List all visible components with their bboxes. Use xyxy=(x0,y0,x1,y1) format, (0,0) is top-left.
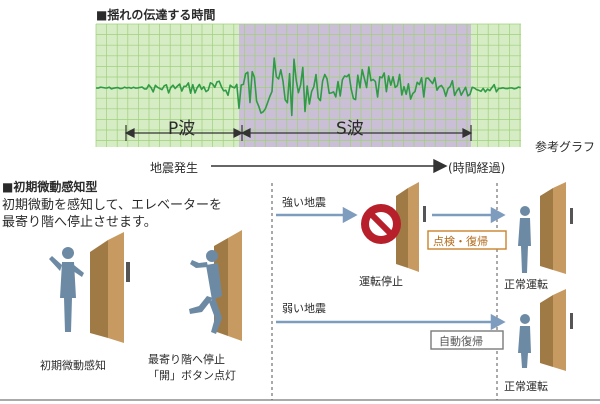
quake-start-label: 地震発生 xyxy=(150,161,199,175)
strong-quake-label: 強い地震 xyxy=(282,196,326,209)
normal-status-top: 正常運転 xyxy=(504,278,548,291)
person-detect-icon xyxy=(49,247,84,332)
p-wave-span xyxy=(124,128,244,138)
caption-detect: 初期微動感知 xyxy=(40,359,106,372)
s-wave-label: S波 xyxy=(336,119,364,139)
inspect-badge-box xyxy=(427,230,507,250)
p-wave-label: P波 xyxy=(168,119,196,139)
elevator-door-normal-bottom xyxy=(540,289,573,371)
person-stop-icon xyxy=(189,250,222,334)
auto-recover-badge: 自動復帰 xyxy=(439,335,483,348)
s-wave-highlight xyxy=(239,24,471,147)
s-wave-span xyxy=(240,128,473,138)
strong-quake-arrow xyxy=(276,206,358,224)
person-normal-bottom-icon xyxy=(518,314,531,368)
section-heading: ■初期微動感知型 xyxy=(2,180,98,194)
seismic-waveform xyxy=(95,57,521,117)
time-elapsed-label: (時間経過) xyxy=(448,161,506,175)
caption-stop-line-1: 最寄り階へ停止 xyxy=(148,353,225,366)
graph-title: ■揺れの伝達する時間 xyxy=(96,8,216,22)
stop-sign-icon xyxy=(361,204,401,244)
normal-status-bottom: 正常運転 xyxy=(504,380,548,393)
elevator-door-normal-top xyxy=(540,182,573,274)
reference-graph-label: 参考グラフ xyxy=(535,140,596,154)
description-line-2: 最寄り階へ停止させます。 xyxy=(2,215,157,230)
wave-boundary-ticks xyxy=(125,125,472,141)
description-line-1: 初期微動を感知して、エレベーターを xyxy=(2,198,222,213)
weak-quake-label: 弱い地震 xyxy=(282,302,326,315)
elevator-door-detect xyxy=(90,232,130,343)
stop-status-label: 運転停止 xyxy=(359,275,403,288)
weak-quake-arrow xyxy=(276,313,506,331)
caption-stop-line-2: 「開」ボタン点灯 xyxy=(148,369,236,382)
elevator-door-stopped xyxy=(396,182,426,272)
timeline-arrow xyxy=(211,158,448,174)
stop-to-normal-arrow xyxy=(432,206,506,224)
person-normal-top-icon xyxy=(518,206,531,273)
inspect-badge: 点検・復帰 xyxy=(433,235,488,248)
auto-badge-box xyxy=(430,330,504,350)
